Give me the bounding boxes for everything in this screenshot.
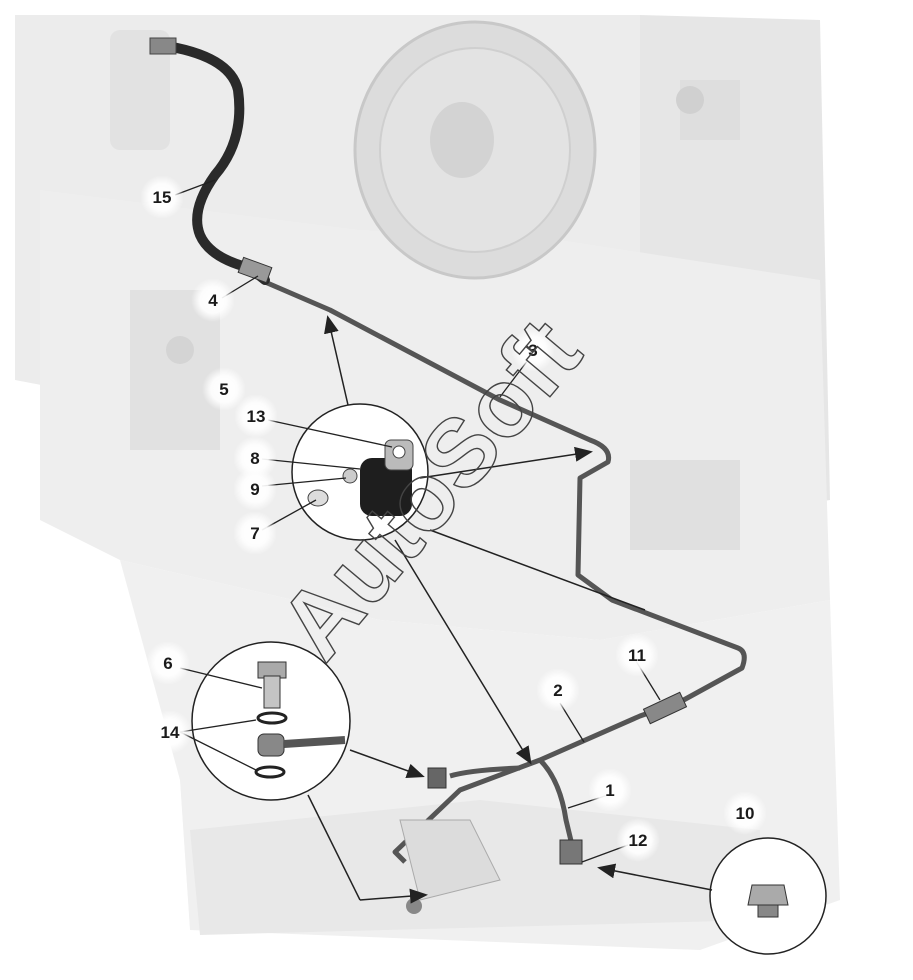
callout-6: 6 xyxy=(163,654,172,673)
detail-circle-switch xyxy=(291,403,429,541)
callout-2: 2 xyxy=(553,681,562,700)
callout-3: 3 xyxy=(528,341,537,360)
callout-13: 13 xyxy=(247,407,266,426)
callout-4: 4 xyxy=(208,291,218,310)
detail-circle-plug xyxy=(709,837,827,955)
callout-8: 8 xyxy=(250,449,259,468)
callout-10: 10 xyxy=(736,804,755,823)
flexible-hose xyxy=(149,37,270,285)
callout-11: 11 xyxy=(628,646,646,665)
callout-7: 7 xyxy=(250,524,259,543)
callout-labels: 15 4 3 5 13 8 9 7 11 6 2 14 1 10 12 xyxy=(140,175,767,862)
callout-5: 5 xyxy=(219,380,228,399)
callout-12: 12 xyxy=(629,831,648,850)
fittings xyxy=(237,256,688,914)
callout-15: 15 xyxy=(153,188,172,207)
brake-pipe xyxy=(264,279,747,864)
callout-9: 9 xyxy=(250,480,259,499)
callout-1: 1 xyxy=(605,781,614,800)
callout-14: 14 xyxy=(161,723,180,742)
detail-circle-banjo xyxy=(191,641,351,801)
leader-arrows xyxy=(307,315,713,904)
